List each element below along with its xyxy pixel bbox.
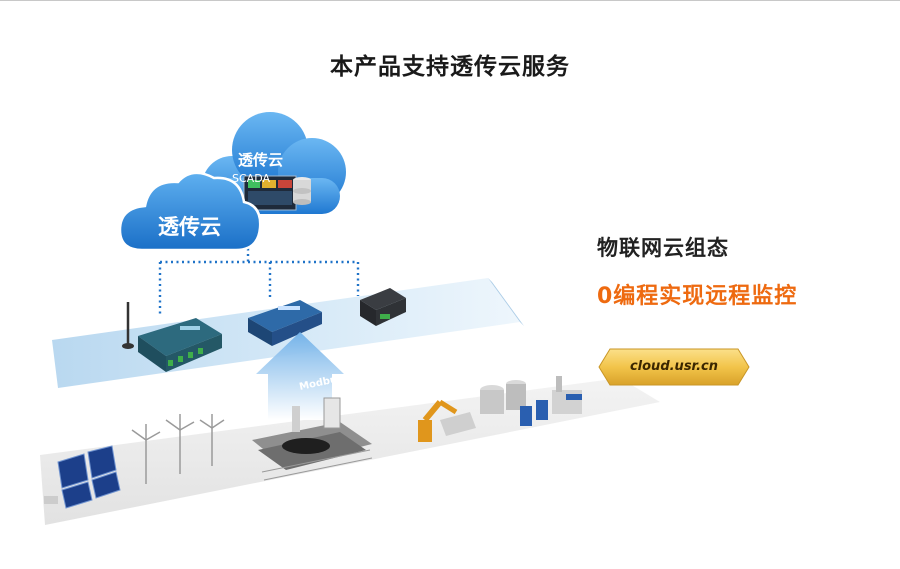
serial-server-2 bbox=[248, 300, 322, 346]
front-cloud-label: 透传云 bbox=[158, 215, 221, 239]
serial-server-1 bbox=[138, 318, 222, 372]
transparent-cloud bbox=[118, 171, 262, 252]
robot-arm-icon bbox=[418, 399, 476, 442]
top-divider bbox=[0, 0, 900, 1]
cloud-url-text[interactable]: cloud.usr.cn bbox=[629, 359, 719, 374]
feature-line-1: 物联网云组态 bbox=[597, 236, 729, 260]
solar-panel-icon bbox=[44, 445, 121, 509]
factory-icon bbox=[480, 376, 582, 426]
modbus-arrow-icon bbox=[256, 332, 344, 420]
page-title: 本产品支持透传云服务 bbox=[330, 54, 570, 80]
scada-cloud-label-2: SCADA bbox=[232, 172, 270, 185]
wind-turbine-icon bbox=[131, 414, 225, 484]
badge-shape bbox=[598, 348, 750, 386]
cloud-url-badge[interactable]: cloud.usr.cn bbox=[598, 348, 750, 386]
connection-lines bbox=[158, 232, 360, 316]
scada-cloud-label-1: 透传云 bbox=[238, 151, 283, 169]
ev-charging-icon bbox=[252, 397, 373, 481]
antenna-icon bbox=[122, 302, 134, 349]
feature-line-2: 0编程实现远程监控 bbox=[597, 284, 798, 309]
serial-server-3 bbox=[360, 288, 406, 326]
